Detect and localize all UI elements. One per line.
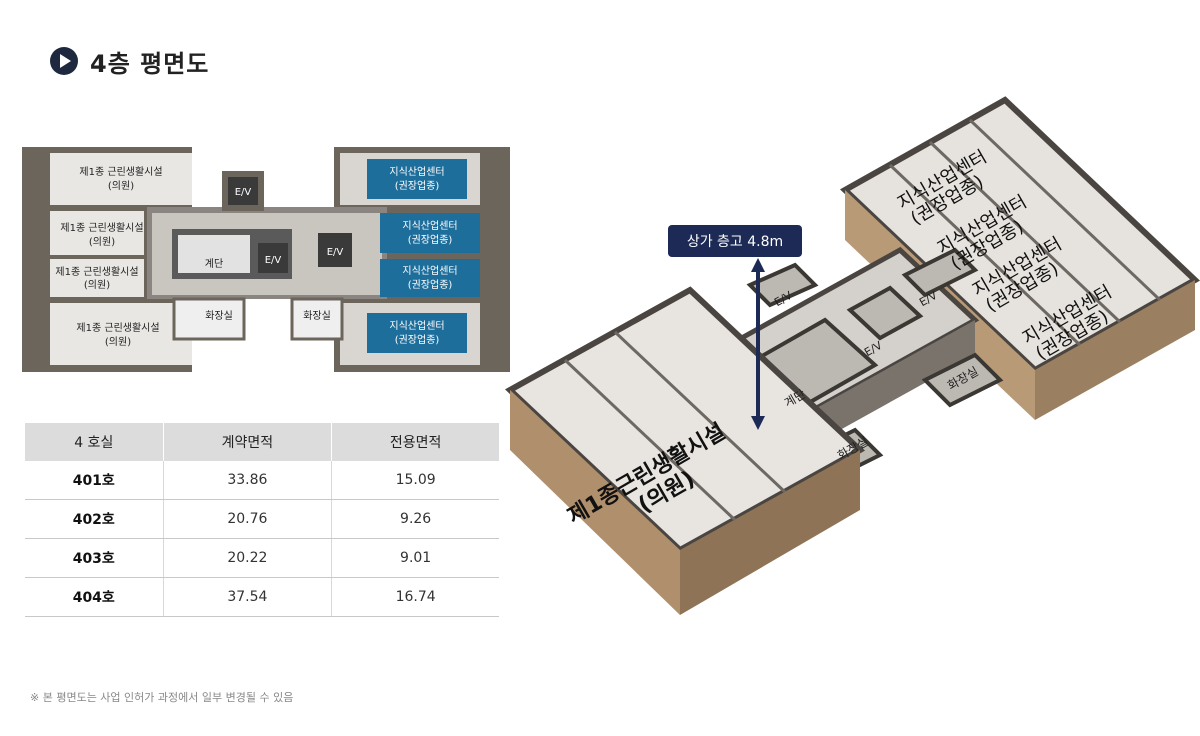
clinic-room-4-label: 제1종 근린생활시설 — [76, 321, 159, 334]
ev-core-top — [228, 177, 258, 205]
height-badge: 상가 층고 4.8m — [668, 225, 802, 257]
ev-label-right: E/V — [327, 247, 344, 258]
exclusive-area-cell: 15.09 — [331, 461, 499, 500]
stair-label: 계단 — [205, 258, 223, 270]
office-room-3-sublabel: (권장업종) — [408, 278, 453, 291]
footnote: ※ 본 평면도는 사업 인허가 과정에서 일부 변경될 수 있음 — [30, 691, 294, 704]
table-row: 403호 20.22 9.01 — [25, 538, 499, 578]
clinic-block-front — [510, 390, 680, 615]
contract-area-cell: 20.76 — [163, 499, 333, 539]
stair-area — [178, 235, 250, 273]
office-room-3-label: 지식산업센터 — [402, 264, 457, 277]
ev-core-right — [318, 233, 352, 267]
contract-area-cell: 33.86 — [163, 461, 333, 500]
table-header-row: 4 호실 계약면적 전용면적 — [25, 423, 499, 461]
contract-area-cell: 20.22 — [163, 538, 333, 578]
office-room-1-label: 지식산업센터 — [389, 165, 444, 178]
office-partition-3 — [968, 118, 1162, 302]
office-room-1 — [367, 159, 467, 199]
office-room-3 — [380, 259, 480, 297]
ev-core-right — [901, 247, 979, 298]
ev-core-top — [746, 262, 819, 308]
column-header-unit: 4 호실 — [25, 423, 164, 461]
office-room-2 — [380, 213, 480, 253]
clinic-block-side — [680, 450, 860, 615]
clinic-room-1-sublabel: (의원) — [108, 180, 134, 192]
ev-label-top: E/V — [235, 187, 252, 198]
floor-plan-3d: 제1종근린생활시설 (의원) 지식산업센터 (권장업종) 지식산업센터 (권장업… — [505, 96, 1200, 615]
office-room-4 — [367, 313, 467, 353]
unit-cell: 402호 — [25, 499, 164, 539]
height-arrow-down — [751, 416, 765, 430]
clinic-room-3-sublabel: (의원) — [84, 279, 110, 291]
clinic-room-3 — [50, 259, 144, 297]
clinic-room-2-sublabel: (의원) — [89, 236, 115, 248]
ev-label-center: E/V — [265, 255, 282, 266]
ev-core — [846, 285, 924, 341]
office-room-2-label: 지식산업센터 — [402, 219, 457, 232]
unit-cell: 401호 — [25, 461, 164, 500]
table-row: 404호 37.54 16.74 — [25, 577, 499, 617]
clinic-room-4 — [50, 303, 192, 365]
restroom-right — [290, 297, 344, 341]
restroom-right-label: 화장실 — [303, 310, 331, 322]
office-room-2-sublabel: (권장업종) — [408, 233, 453, 246]
clinic-partition-2 — [613, 330, 787, 494]
office-room-4-label: 지식산업센터 — [389, 319, 444, 332]
floor-plan-2d: 제1종 근린생활시설 (의원) 제1종 근린생활시설 (의원) 제1종 근린생활… — [22, 147, 510, 372]
area-table: 4 호실 계약면적 전용면적 401호 33.86 15.09 402호 20.… — [25, 423, 499, 617]
clinic-room-4-sublabel: (의원) — [105, 336, 131, 348]
unit-cell: 404호 — [25, 577, 164, 617]
office-room-1-sublabel: (권장업종) — [395, 179, 440, 192]
exclusive-area-cell: 16.74 — [331, 577, 499, 617]
exclusive-area-cell: 9.26 — [331, 499, 499, 539]
office-block-side — [1035, 280, 1195, 420]
ev-core-center — [258, 243, 288, 273]
office-partition-1 — [888, 163, 1082, 347]
exclusive-area-cell: 9.01 — [331, 538, 499, 578]
page-header: 4층 평면도 — [50, 44, 209, 78]
office-partition-2 — [928, 140, 1122, 324]
unit-cell: 403호 — [25, 538, 164, 578]
corridor-side — [795, 320, 975, 455]
office-room-4-sublabel: (권장업종) — [395, 333, 440, 346]
play-circle-icon — [50, 47, 78, 75]
clinic-room-3-label: 제1종 근린생활시설 — [55, 265, 138, 278]
restroom-right-core — [921, 352, 1004, 408]
column-header-exclusive-area: 전용면적 — [331, 423, 499, 461]
page-title: 4층 평면도 — [90, 49, 210, 78]
clinic-room-1 — [50, 153, 192, 205]
clinic-room-2 — [50, 211, 144, 255]
clinic-partition-1 — [563, 358, 737, 522]
clinic-room-2-label: 제1종 근린생활시설 — [60, 221, 143, 234]
table-row: 401호 33.86 15.09 — [25, 461, 499, 500]
table-row: 402호 20.76 9.26 — [25, 499, 499, 539]
restroom-left-label: 화장실 — [205, 310, 233, 322]
height-arrow-up — [751, 258, 765, 272]
restroom-left — [172, 297, 246, 341]
contract-area-cell: 37.54 — [163, 577, 333, 617]
clinic-room-1-label: 제1종 근린생활시설 — [79, 165, 162, 178]
column-header-contract-area: 계약면적 — [163, 423, 333, 461]
